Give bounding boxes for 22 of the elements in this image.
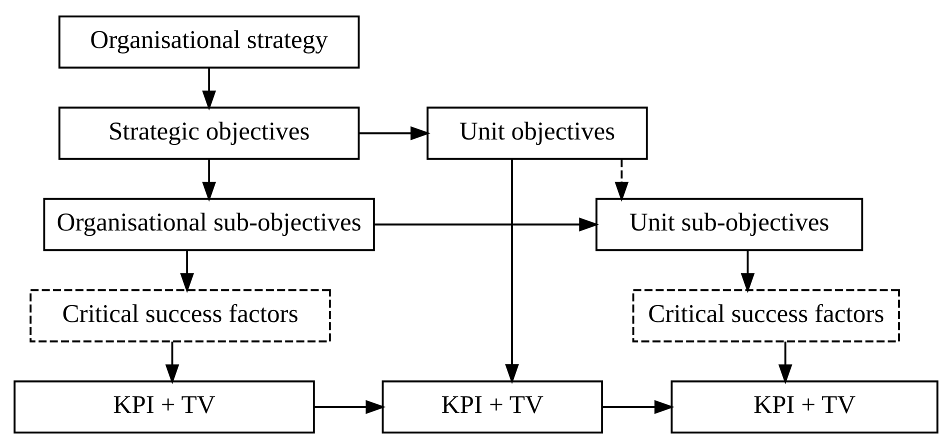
node-box: Strategic objectives	[58, 106, 360, 160]
node-box: KPI + TV	[670, 380, 938, 434]
arrow	[202, 158, 216, 202]
node-box: Critical success factors	[632, 288, 900, 342]
arrow	[180, 250, 194, 292]
arrow	[614, 158, 629, 202]
node-box: KPI + TV	[382, 380, 604, 434]
node-box: Unit objectives	[426, 106, 648, 160]
arrow	[202, 67, 216, 110]
arrow	[165, 341, 180, 384]
arrow	[314, 400, 386, 414]
arrow	[778, 341, 792, 384]
arrow	[374, 217, 600, 231]
node-box: Organisational strategy	[58, 14, 360, 68]
arrow	[505, 158, 519, 384]
arrow	[358, 126, 430, 140]
arrow	[602, 400, 674, 414]
arrow	[740, 250, 755, 292]
node-box: Organisational sub-objectives	[43, 197, 375, 251]
node-box: Unit sub-objectives	[596, 197, 864, 251]
node-box: Critical success factors	[30, 288, 331, 342]
node-box: KPI + TV	[14, 380, 315, 434]
